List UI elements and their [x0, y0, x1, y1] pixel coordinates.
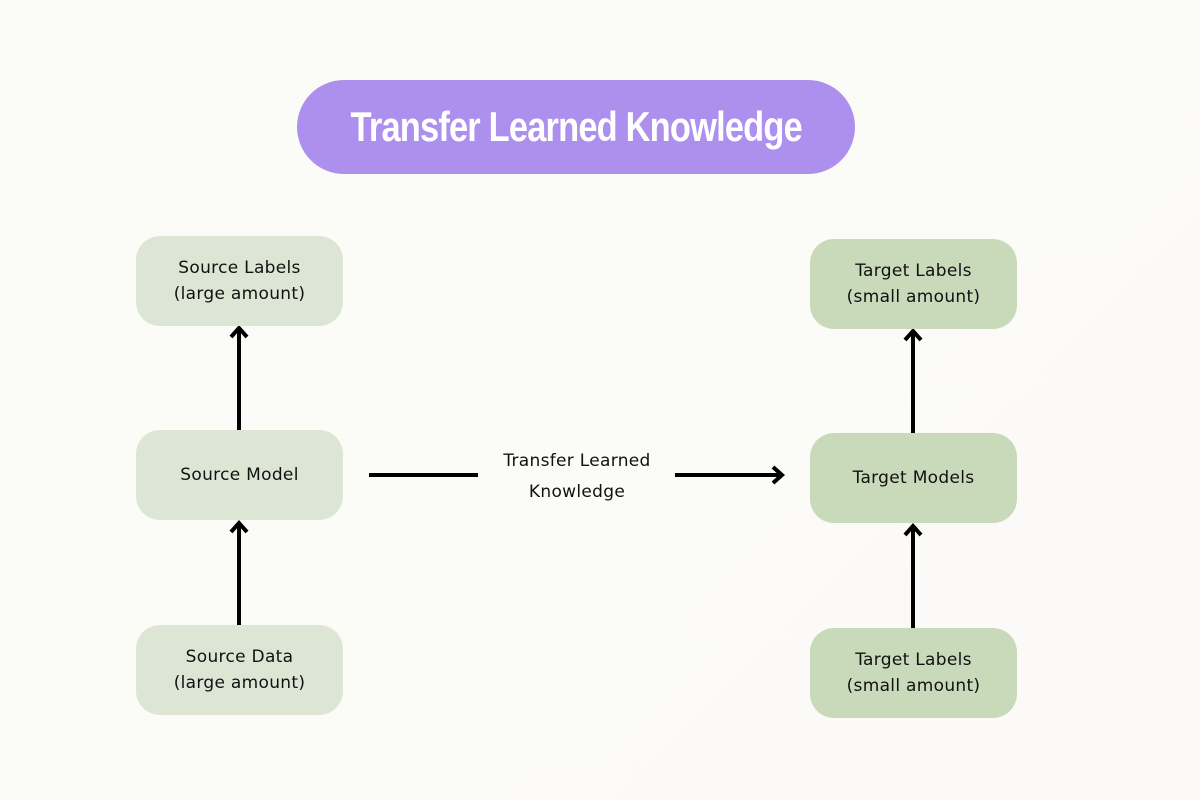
node-source-labels: Source Labels (large amount): [136, 236, 343, 326]
node-source-data-amount: (large amount): [173, 673, 306, 693]
node-target-models-title: Target Models: [852, 468, 975, 488]
arrow-source-data-to-model: [229, 519, 249, 625]
node-target-models: Target Models: [810, 433, 1017, 523]
node-source-labels-title: Source Labels: [178, 258, 301, 278]
arrow-transfer-to-target: [675, 465, 786, 485]
title-banner: Transfer Learned Knowledge: [297, 80, 855, 174]
node-source-labels-amount: (large amount): [173, 284, 306, 304]
node-target-labels-bottom-title: Target Labels: [855, 650, 972, 670]
node-source-data: Source Data (large amount): [136, 625, 343, 715]
transfer-edge-label: Transfer Learned Knowledge: [478, 446, 676, 508]
node-source-model: Source Model: [136, 430, 343, 520]
arrow-target-labels-to-models: [903, 522, 923, 628]
node-target-labels-top-amount: (small amount): [846, 287, 981, 307]
node-target-labels-top-title: Target Labels: [855, 261, 972, 281]
arrow-source-model-to-labels: [229, 324, 249, 430]
node-source-model-title: Source Model: [180, 465, 299, 485]
node-target-labels-bottom: Target Labels (small amount): [810, 628, 1017, 718]
node-source-data-title: Source Data: [185, 647, 294, 667]
arrow-target-models-to-labels: [903, 327, 923, 433]
diagram-title: Transfer Learned Knowledge: [350, 103, 802, 150]
node-target-labels-bottom-amount: (small amount): [846, 676, 981, 696]
transfer-edge-label-line2: Knowledge: [528, 482, 626, 502]
transfer-edge-label-line1: Transfer Learned: [503, 451, 651, 471]
node-target-labels-top: Target Labels (small amount): [810, 239, 1017, 329]
